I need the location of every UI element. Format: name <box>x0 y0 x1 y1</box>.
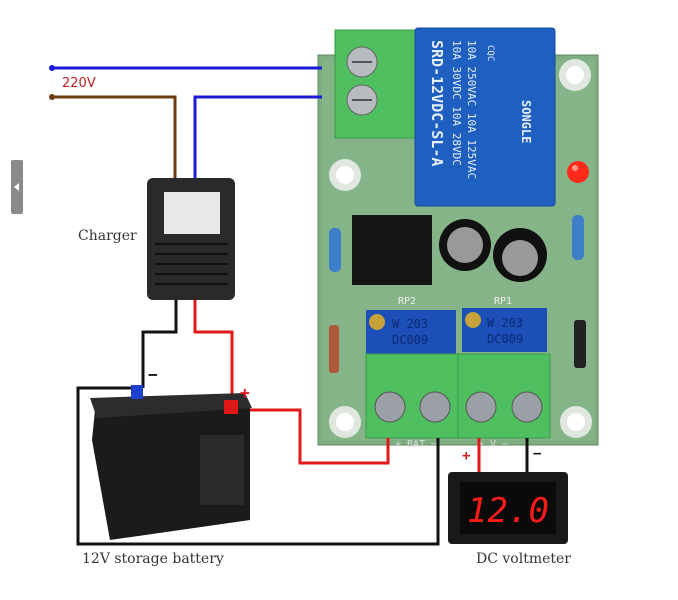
voltmeter-plus-sign: + <box>462 448 470 464</box>
pot-marking: DC009 <box>392 333 428 347</box>
mains-label: 220V <box>62 76 96 91</box>
charger-label: Charger <box>78 228 137 244</box>
pot-marking: W 203 <box>487 316 523 330</box>
relay: SRD-12VDC-SL-A 10A 250VAC 10A 125VAC 10A… <box>414 27 556 207</box>
output-terminal-block <box>365 353 551 439</box>
voltmeter-minus-sign: − <box>533 446 541 462</box>
wire-black-battery <box>76 386 440 546</box>
mounting-hole <box>559 59 591 91</box>
capacitor <box>493 228 547 282</box>
scroll-handle[interactable] <box>11 160 23 214</box>
capacitor <box>439 219 491 271</box>
pot-marking: DC009 <box>487 332 523 346</box>
wire-red-charger <box>193 300 234 405</box>
potentiometer-rp1: W 203 DC009 <box>462 308 547 352</box>
mounting-hole <box>560 406 592 438</box>
chevron-left-icon <box>14 183 19 191</box>
control-board: SRD-12VDC-SL-A 10A 250VAC 10A 125VAC 10A… <box>317 27 599 450</box>
mounting-hole <box>329 159 361 191</box>
plug-end <box>49 94 55 100</box>
voltmeter-display: 12.0 <box>467 491 549 531</box>
plug-end <box>49 65 55 71</box>
relay-rating-2: 10A 30VDC 10A 28VDC <box>450 40 463 166</box>
resistor-r2 <box>572 215 584 260</box>
ic-chip <box>352 215 432 285</box>
terminal-bat-label: + BAT − <box>395 439 437 450</box>
relay-cert: CQC <box>485 45 495 61</box>
potentiometer-rp2: W 203 DC009 <box>366 310 456 354</box>
battery-label: 12V storage battery <box>82 551 224 567</box>
wire-black-charger <box>141 300 178 388</box>
diode-d2 <box>329 325 339 373</box>
relay-model: SRD-12VDC-SL-A <box>428 40 446 166</box>
wire-red-battery <box>232 408 390 465</box>
voltmeter-label: DC voltmeter <box>476 551 571 567</box>
relay-rating-1: 10A 250VAC 10A 125VAC <box>465 40 478 179</box>
relay-brand: SONGLE <box>519 100 533 143</box>
battery-plus-sign: + <box>240 383 250 402</box>
wire-blue-charger <box>193 95 322 178</box>
battery <box>90 385 252 540</box>
pot-marking: W 203 <box>392 317 428 331</box>
battery-negative-terminal <box>131 385 143 399</box>
resistor <box>329 228 341 272</box>
led-d3 <box>567 161 589 183</box>
rp2-label: RP2 <box>398 296 416 307</box>
diode-d1 <box>574 320 586 368</box>
wires <box>52 66 529 546</box>
terminal-v-label: + V − <box>478 439 508 450</box>
battery-minus-sign: − <box>148 365 158 384</box>
input-terminal-block <box>334 29 418 139</box>
wire-brown-mains <box>52 95 177 178</box>
charger <box>147 178 235 300</box>
rp1-label: RP1 <box>494 296 512 307</box>
voltmeter: 12.0 <box>448 472 568 544</box>
mounting-hole <box>329 406 361 438</box>
battery-positive-terminal <box>224 400 238 414</box>
